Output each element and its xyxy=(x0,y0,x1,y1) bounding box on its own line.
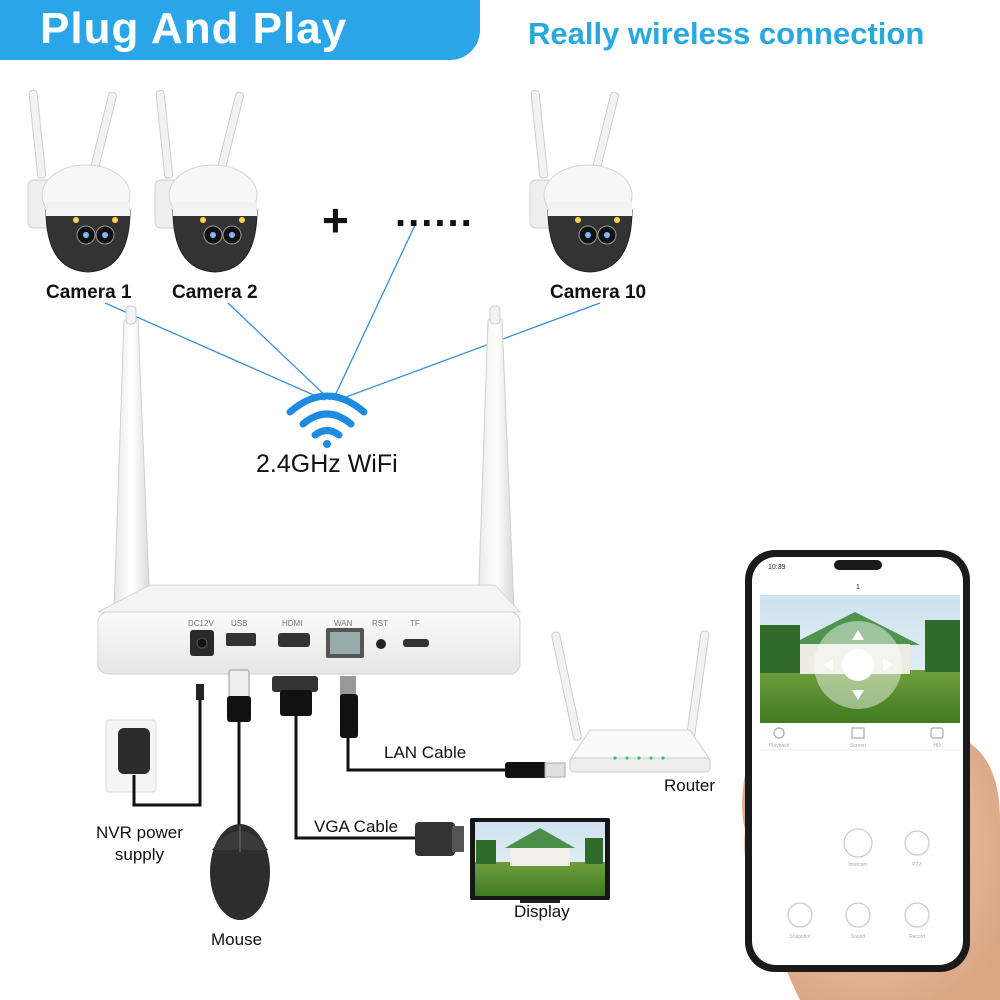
nvr-recorder xyxy=(97,584,522,675)
camera-2-image xyxy=(154,89,258,273)
port-label: DC12V xyxy=(188,619,214,628)
nvr-antennas xyxy=(113,305,515,611)
port-label: USB xyxy=(231,619,247,628)
port-label: RST xyxy=(372,619,388,628)
wifi-link-lines xyxy=(104,224,601,401)
port-label: TF xyxy=(410,619,420,628)
router-label: Router xyxy=(664,776,716,795)
camera-2-label: Camera 2 xyxy=(172,282,258,303)
phone-page: 1 xyxy=(856,584,860,591)
phone-control-label: Intercom xyxy=(848,862,867,868)
wifi-label: 2.4GHz WiFi xyxy=(256,450,398,478)
nvr-port-labels: DC12V USB HDMI WAN RST TF xyxy=(188,619,420,628)
power-supply-label: NVR power supply xyxy=(96,823,183,864)
phone-time: 10:39 xyxy=(768,564,786,571)
banner-title: Plug And Play xyxy=(40,4,348,53)
smartphone xyxy=(745,550,970,972)
lan-cable xyxy=(340,676,566,778)
phone-texts: 10:39 1 Playback Screen HD Intercom PTZ … xyxy=(768,564,941,940)
mouse-label: Mouse xyxy=(211,930,263,949)
camera-10-image xyxy=(529,89,633,273)
phone-control-label: PTZ xyxy=(912,862,921,868)
phone-tab-label: HD xyxy=(933,743,941,749)
port-label: HDMI xyxy=(282,619,302,628)
mouse-image xyxy=(210,824,270,920)
title-banner: Plug And Play xyxy=(0,0,480,60)
phone-control-label: Snapshot xyxy=(789,934,811,940)
phone-tab-label: Playback xyxy=(769,743,790,749)
power-adapter xyxy=(105,684,204,807)
router-image xyxy=(551,630,711,773)
vga-cable-label: VGA Cable xyxy=(314,817,399,836)
ellipsis-symbol: ...... xyxy=(395,191,474,235)
wifi-icon xyxy=(286,392,368,448)
plus-symbol: + xyxy=(322,194,349,246)
camera-10-label: Camera 10 xyxy=(550,282,647,303)
tagline: Really wireless connection xyxy=(528,16,925,51)
mouse-cable xyxy=(227,669,251,830)
vga-cable xyxy=(272,676,464,856)
camera-1-image xyxy=(27,89,131,273)
display-label: Display xyxy=(514,902,570,921)
phone-tab-label: Screen xyxy=(850,743,866,749)
camera-1-label: Camera 1 xyxy=(46,282,132,303)
lan-cable-label: LAN Cable xyxy=(384,743,467,762)
display-monitor xyxy=(470,818,610,903)
phone-control-label: Sound xyxy=(851,934,866,940)
phone-control-label: Record xyxy=(909,934,925,940)
port-label: WAN xyxy=(334,619,353,628)
